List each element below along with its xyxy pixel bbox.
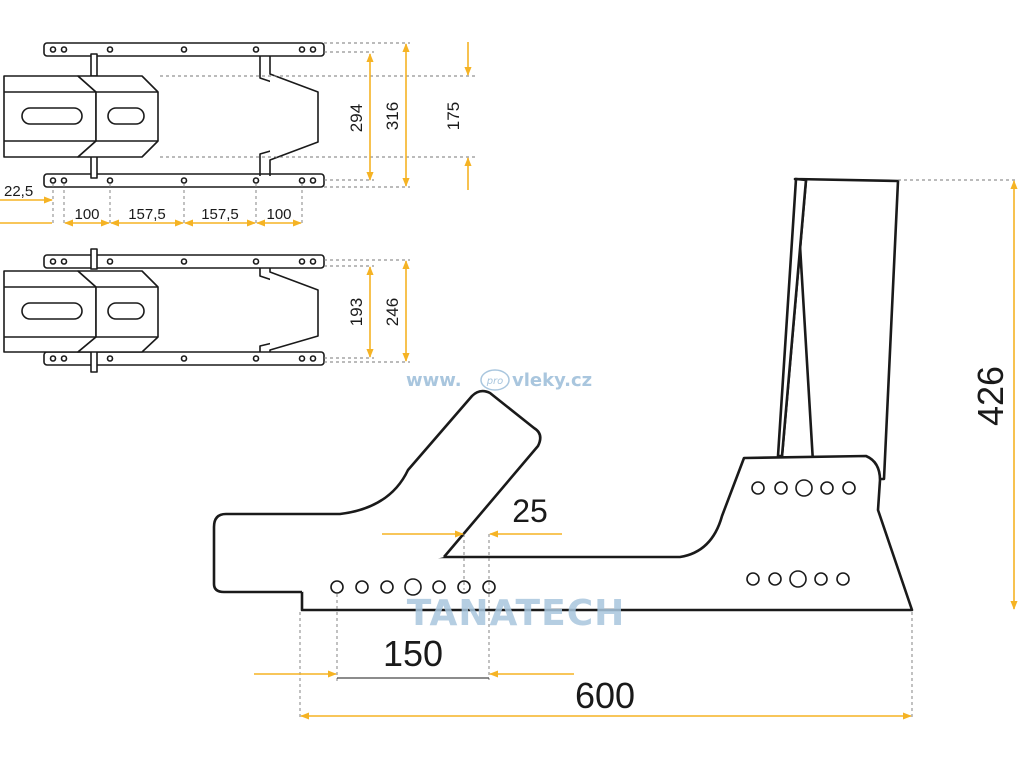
dim-193-label: 193 bbox=[347, 298, 366, 326]
url-watermark: www. pro vleky.cz bbox=[406, 369, 592, 391]
dim-100-right-label: 100 bbox=[266, 206, 291, 223]
body-holes-upper bbox=[751, 479, 856, 497]
dim-246-label: 246 bbox=[383, 298, 402, 326]
body-holes-lower bbox=[746, 570, 850, 588]
dim-157-5-left-label: 157,5 bbox=[128, 206, 166, 223]
bolt-upper bbox=[90, 53, 98, 77]
bolt-lower bbox=[90, 155, 98, 179]
pro-badge bbox=[480, 369, 510, 391]
bent-bracket-a bbox=[259, 56, 319, 176]
rail-holes bbox=[49, 46, 317, 184]
dim-294-label: 294 bbox=[347, 104, 366, 132]
rail-holes-b bbox=[49, 258, 317, 362]
wheel-chock-top bbox=[3, 75, 159, 158]
dim-316-label: 316 bbox=[383, 102, 402, 130]
wheel-chock-top-b bbox=[3, 270, 159, 353]
dim-22-5-label: 22,5 bbox=[4, 183, 33, 200]
dim-100-left-label: 100 bbox=[74, 206, 99, 223]
dim-25-label: 25 bbox=[512, 493, 548, 529]
url-suffix: vleky.cz bbox=[512, 370, 592, 391]
url-prefix: www. bbox=[406, 370, 462, 391]
dim-175-label: 175 bbox=[444, 102, 463, 130]
upright-plate bbox=[793, 177, 900, 481]
bent-bracket-b bbox=[259, 268, 319, 352]
top-view-b: 193 246 bbox=[3, 248, 410, 373]
brand-watermark: TANATECH bbox=[407, 593, 626, 634]
top-view-a: 294 316 175 22,5 100 157,5 157,5 100 bbox=[0, 42, 476, 227]
ramp-arm bbox=[212, 389, 542, 594]
url-badge: pro bbox=[486, 376, 504, 387]
adjust-holes-lower bbox=[330, 578, 496, 596]
side-view: 426 25 150 600 bbox=[212, 177, 1018, 720]
bolt-lower-b bbox=[90, 349, 98, 373]
bolt-upper-b bbox=[90, 248, 98, 270]
dim-157-5-right-label: 157,5 bbox=[201, 206, 239, 223]
dim-600-label: 600 bbox=[575, 675, 635, 716]
dim-150-label: 150 bbox=[383, 633, 443, 674]
dim-426-label: 426 bbox=[970, 366, 1011, 426]
